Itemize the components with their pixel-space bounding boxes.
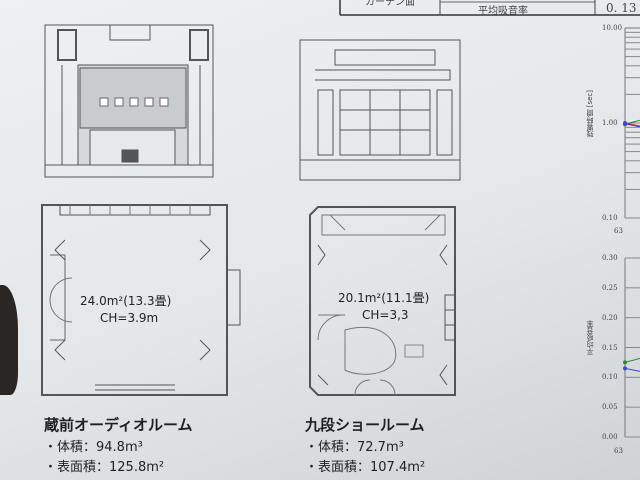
kuramae-volume: ・体積：94.8m³ [44, 440, 143, 455]
absorption-y-tick: 0.20 [602, 313, 618, 322]
reverb-y-tick: 1.00 [602, 119, 618, 127]
kuramae-elevation [44, 24, 214, 178]
kuramae-surface: ・表面積：125.8m² [44, 460, 165, 475]
audience-head-silhouette [0, 285, 18, 395]
reverb-y-tick: 0.10 [602, 214, 618, 222]
kudan-ceiling: CH=3,3 [362, 308, 409, 322]
kudan-elevation [299, 39, 461, 181]
reverb-series-blue [624, 123, 640, 128]
kudan-plan [309, 206, 456, 396]
kuramae-area: 24.0m²(13.3畳) [80, 294, 172, 308]
absorption-y-tick: 0.10 [602, 373, 618, 382]
absorption-y-tick: 0.00 [602, 433, 618, 441]
reverb-y-label: 残響時間 [sec] [586, 90, 594, 138]
kuramae-plan [41, 204, 241, 396]
kudan-surface: ・表面積：107.4m² [305, 460, 426, 475]
reverb-y-tick: 10.00 [602, 24, 623, 32]
absorption-y-label: 平均吸音率 [586, 320, 594, 355]
table-row-label: カーテン面 [365, 0, 415, 8]
absorption-y-tick: 0.05 [602, 403, 618, 412]
absorption-y-tick: 0.25 [602, 283, 618, 292]
absorption-series-green [624, 357, 640, 363]
absorption-x-tick: 63 [614, 447, 623, 455]
table-metric-label: 平均吸音率 [478, 6, 528, 17]
absorption-series-blue [624, 367, 640, 372]
kuramae-title: 蔵前オーディオルーム [44, 416, 193, 434]
reverb-series-green [624, 119, 640, 125]
absorption-y-tick: 0.30 [602, 254, 618, 262]
absorption-table [339, 0, 640, 16]
absorption-y-tick: 0.15 [602, 343, 618, 352]
kuramae-ceiling: CH=3.9m [100, 311, 159, 325]
kudan-area: 20.1m²(11.1畳) [338, 291, 430, 305]
reverb-x-tick: 63 [614, 227, 623, 235]
table-metric-value: 0. 13 [606, 1, 637, 15]
kudan-title: 九段ショールーム [305, 416, 425, 434]
kudan-volume: ・体積：72.7m³ [305, 440, 404, 455]
